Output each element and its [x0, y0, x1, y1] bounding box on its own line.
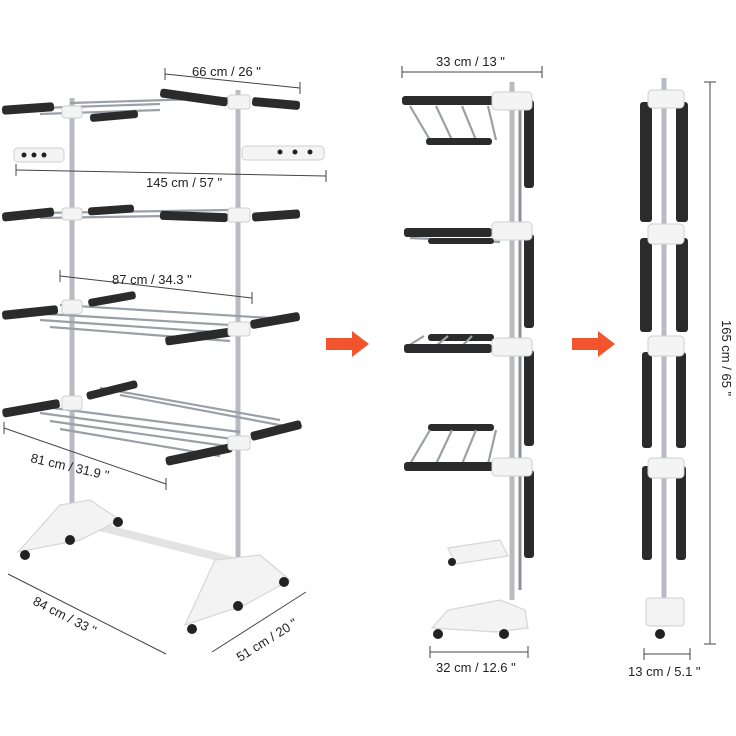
folded-shelf-1	[402, 91, 533, 145]
folded-shelf-4	[404, 424, 533, 477]
open-rack-dimension-lines	[3, 68, 327, 655]
semi-folded-rack: 33 cm / 13 " 32 cm / 12.6 "	[401, 54, 543, 675]
folded-shelf-2	[404, 221, 533, 244]
arrow-right-icon	[326, 331, 369, 357]
base-length-label: 84 cm / 33 "	[31, 593, 100, 638]
shelf-tier-3	[2, 291, 301, 346]
open-rack: 66 cm / 26 " 145 cm / 57 " 87 cm / 34.3 …	[1, 64, 327, 665]
side-hanger-arms	[13, 145, 325, 163]
top-width-label: 66 cm / 26 "	[192, 64, 261, 79]
folded-width-label: 13 cm / 5.1 "	[628, 664, 701, 679]
middle-top-width-label: 33 cm / 13 "	[436, 54, 505, 69]
shelf-tier-4	[2, 380, 302, 466]
wing-span-label: 145 cm / 57 "	[146, 175, 223, 190]
arrow-right-icon	[572, 331, 615, 357]
fully-folded-rack: 165 cm / 65 " 13 cm / 5.1 "	[628, 78, 734, 679]
rack-base	[16, 499, 292, 634]
base-depth-label: 51 cm / 20 "	[234, 615, 301, 664]
shelf-width-label: 87 cm / 34.3 "	[112, 272, 192, 287]
middle-base-width-label: 32 cm / 12.6 "	[436, 660, 516, 675]
shelf-tier-1	[1, 88, 301, 122]
shelf-tier-2	[2, 204, 301, 223]
semi-folded-base	[430, 539, 529, 639]
folded-shelf-3	[404, 334, 533, 357]
height-label: 165 cm / 65 "	[719, 320, 734, 397]
